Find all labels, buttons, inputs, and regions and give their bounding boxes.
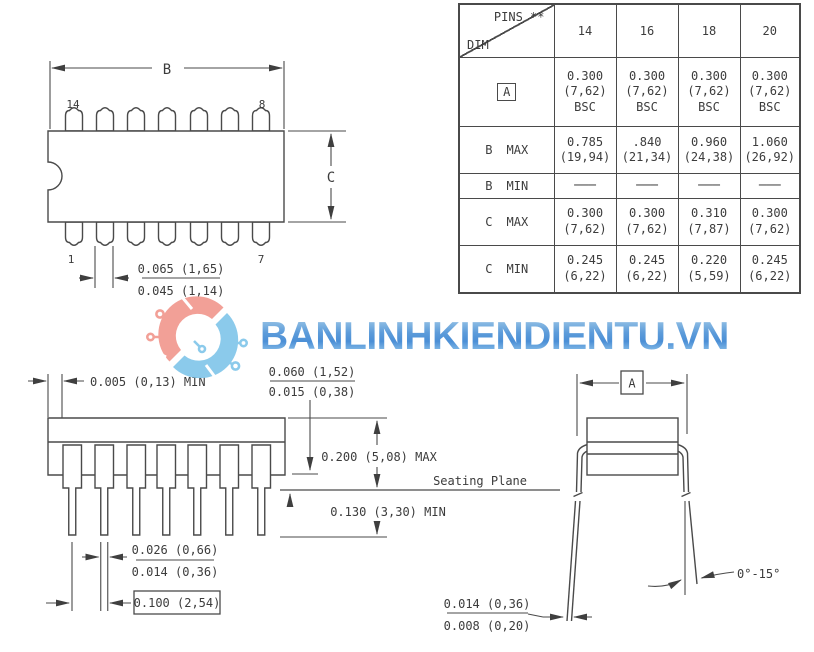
pitch-dim: 0.100 (2,54) (134, 596, 221, 610)
pitch-box (133, 590, 221, 615)
table-row: B MIN ─── ─── ─── ─── (458, 173, 801, 199)
shoulder-max: 0.060 (1,52) (269, 365, 356, 379)
dim-qualifier: MIN (506, 179, 529, 194)
table-cell: ─── (553, 173, 617, 199)
pin-number-1: 1 (68, 253, 75, 266)
table-cell: 0.300 (7,62) BSC (553, 56, 617, 128)
logo-red-traces (146, 309, 179, 342)
col-header-16: 16 (615, 3, 679, 58)
lead-below-dim: 0.130 (3,30) MIN (330, 505, 446, 519)
dim-c-label: C (327, 170, 335, 186)
table-row: C MIN 0.245 (6,22) 0.245 (6,22) 0.220 (5,… (458, 244, 801, 294)
lead-width-max: 0.065 (1,65) (138, 262, 225, 276)
lead-width-min: 0.045 (1,14) (138, 284, 225, 298)
dim-label: C (485, 214, 493, 229)
dim-qualifier: MIN (506, 261, 529, 276)
dim-header: DIM (467, 37, 489, 52)
seating-plane-label: Seating Plane (433, 474, 527, 488)
table-cell: 0.300 (7,62) BSC (739, 56, 801, 128)
table-cell: 0.245 (6,22) (739, 244, 801, 294)
leg-width-max: 0.026 (0,66) (132, 543, 219, 557)
col-header-18: 18 (677, 3, 741, 58)
dimension-table: PINS ** DIM 14 16 18 20 A 0.300 (7,62) B… (458, 3, 801, 294)
table-cell: 0.960 (24,38) (677, 126, 741, 175)
shoulder-min: 0.015 (0,38) (269, 385, 356, 399)
dim-label: B (485, 143, 493, 158)
package-body (47, 130, 285, 223)
table-cell: .840 (21,34) (615, 126, 679, 175)
watermark-text: BANLINHKIENDIENTU.VN (260, 315, 729, 358)
dim-qualifier: MAX (506, 143, 529, 158)
bottom-pins (64, 221, 271, 246)
table-cell: 0.245 (6,22) (615, 244, 679, 294)
table-cell: ─── (615, 173, 679, 199)
col-header-20: 20 (739, 3, 801, 58)
pin-number-7: 7 (258, 253, 265, 266)
side-and-end-view-drawing: 0.005 (0,13) MIN 0.060 (1,52) 0.015 (0,3… (28, 365, 780, 633)
table-cell: ─── (677, 173, 741, 199)
standoff-dim: 0.005 (0,13) MIN (90, 375, 206, 389)
table-row: C MAX 0.300 (7,62) 0.300 (7,62) 0.310 (7,… (458, 197, 801, 246)
top-pins (64, 107, 271, 132)
end-body (586, 417, 679, 476)
side-pins (62, 444, 272, 536)
top-view-drawing: B 14 8 1 7 C (47, 61, 346, 298)
dim-label: C (485, 261, 493, 276)
table-corner-cell: PINS ** DIM (458, 3, 555, 58)
table-cell: 0.300 (7,62) BSC (615, 56, 679, 128)
dim-a-boxed: A (497, 82, 517, 102)
table-cell: 0.300 (7,62) (553, 197, 617, 246)
dim-b-label: B (163, 62, 171, 78)
pins-header: PINS ** (493, 10, 545, 24)
lead-thick-max: 0.014 (0,36) (444, 597, 531, 611)
pin-number-8: 8 (259, 98, 266, 111)
col-header-14: 14 (553, 3, 617, 58)
table-cell: 0.300 (7,62) BSC (677, 56, 741, 128)
table-cell: ─── (739, 173, 801, 199)
body-height-dim: 0.200 (5,08) MAX (321, 450, 437, 464)
leader-line (527, 613, 544, 618)
lead-thick-min: 0.008 (0,20) (444, 619, 531, 633)
table-cell: 0.300 (7,62) (739, 197, 801, 246)
table-cell: 0.245 (6,22) (553, 244, 617, 294)
table-cell: 0.220 (5,59) (677, 244, 741, 294)
table-cell: 0.310 (7,87) (677, 197, 741, 246)
table-cell: 1.060 (26,92) (739, 126, 801, 175)
table-row: A 0.300 (7,62) BSC 0.300 (7,62) BSC 0.30… (458, 56, 801, 128)
dim-arrow (700, 571, 735, 579)
table-row: B MAX 0.785 (19,94) .840 (21,34) 0.960 (2… (458, 126, 801, 175)
dim-label: B (485, 179, 493, 194)
leg-width-min: 0.014 (0,36) (132, 565, 219, 579)
dim-a-label: A (628, 377, 636, 391)
dim-qualifier: MAX (506, 214, 529, 229)
table-cell: 0.300 (7,62) (615, 197, 679, 246)
pin-number-14: 14 (66, 98, 80, 111)
dim-a-box (620, 370, 644, 395)
logo-red-half (158, 296, 224, 362)
dim-arrow (647, 579, 682, 590)
lead-angle-label: 0°-15° (737, 567, 780, 581)
table-cell: 0.785 (19,94) (553, 126, 617, 175)
